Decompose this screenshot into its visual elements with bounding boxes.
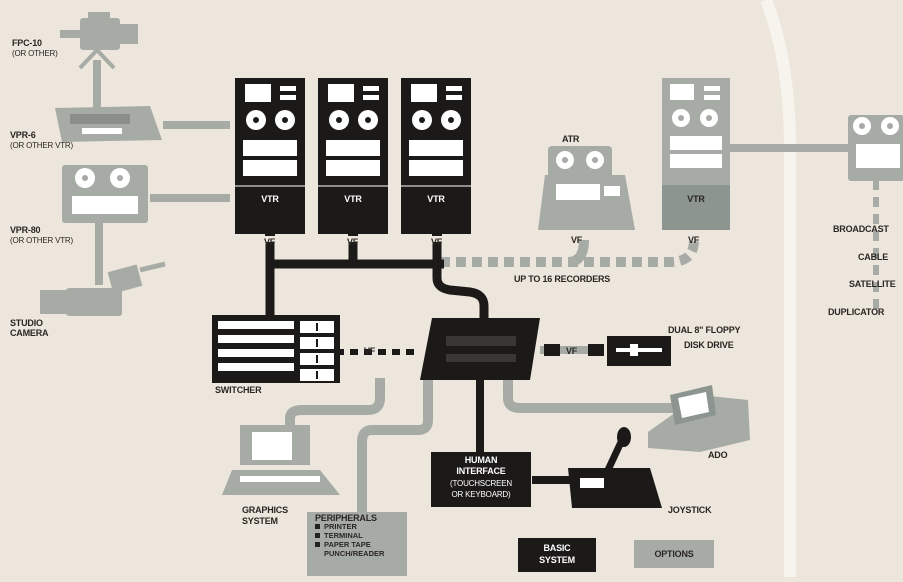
- vf-plugs: [544, 344, 604, 356]
- peripherals-title: PERIPHERALS: [315, 513, 377, 523]
- legend-options-swatch: [634, 540, 714, 568]
- floppy-label-2: DISK DRIVE: [684, 340, 734, 350]
- vpr80-sublabel: (OR OTHER VTR): [10, 236, 73, 245]
- bullet-icon: [315, 533, 320, 538]
- vf-label-switcher: VF: [364, 346, 376, 356]
- vtr-label-1: VTR: [261, 194, 279, 204]
- legend-basic-swatch: [518, 538, 596, 572]
- human-interface-label-4: OR KEYBOARD): [451, 490, 511, 499]
- switcher-label: SWITCHER: [215, 385, 262, 395]
- peripherals-box: [307, 512, 407, 576]
- vf-label-2: VF: [347, 237, 359, 247]
- legend-basic-label-2: SYSTEM: [539, 555, 575, 565]
- broadcast-deck: [848, 115, 903, 181]
- vtr-unit-3: [401, 78, 471, 234]
- vf-label-3: VF: [431, 237, 443, 247]
- vtr-label-3: VTR: [427, 194, 445, 204]
- legend-basic-label-1: BASIC: [543, 543, 571, 553]
- joystick-unit: [568, 427, 662, 508]
- vf-label-atr: VF: [571, 235, 583, 245]
- vf-connectors: [265, 228, 442, 236]
- vtr-label-4: VTR: [687, 194, 705, 204]
- human-interface-label-2: INTERFACE: [456, 466, 506, 476]
- option-connections: [93, 60, 879, 515]
- vtr-unit-2: [318, 78, 388, 234]
- studio-camera: [40, 261, 166, 316]
- vf-label-1: VF: [264, 237, 276, 247]
- human-interface-box: [431, 452, 531, 507]
- ado-unit: [648, 385, 750, 452]
- basic-connections: [265, 242, 574, 484]
- graphics-system: [222, 425, 340, 495]
- peripherals-item: PRINTER: [315, 522, 384, 531]
- vpr6-sublabel: (OR OTHER VTR): [10, 141, 73, 150]
- broadcast-label: BROADCAST: [833, 224, 889, 234]
- bullet-icon: [315, 524, 320, 529]
- joystick-label: JOYSTICK: [668, 505, 712, 515]
- legend-options-label: OPTIONS: [654, 549, 694, 559]
- satellite-label: SATELLITE: [849, 279, 896, 289]
- vf-label-4: VF: [688, 235, 700, 245]
- vpr80-label: VPR-80: [10, 225, 41, 235]
- bullet-icon: [315, 542, 320, 547]
- floppy-label-1: DUAL 8" FLOPPY: [668, 325, 741, 335]
- vpr6-deck: [55, 106, 162, 142]
- recorders-label: UP TO 16 RECORDERS: [514, 274, 611, 284]
- studio-camera-label-1: STUDIO: [10, 318, 43, 328]
- studio-camera-label-2: CAMERA: [10, 328, 49, 338]
- peripherals-item: PAPER TAPE: [315, 540, 384, 549]
- human-interface-label-1: HUMAN: [464, 455, 498, 465]
- graphics-label-1: GRAPHICS: [242, 505, 288, 515]
- duplicator-label: DUPLICATOR: [828, 307, 885, 317]
- fpc10-sublabel: (OR OTHER): [12, 49, 58, 58]
- edit-controller: [420, 318, 540, 380]
- peripherals-item: TERMINAL: [315, 531, 384, 540]
- vf-label-floppy: VF: [566, 346, 578, 356]
- vpr6-label: VPR-6: [10, 130, 36, 140]
- cable-label: CABLE: [858, 252, 888, 262]
- peripherals-list: PRINTER TERMINAL PAPER TAPE PUNCH/READER: [315, 522, 384, 558]
- vpr80-deck: [62, 165, 148, 223]
- peripherals-item: PUNCH/READER: [324, 549, 385, 558]
- atr-recorder: [538, 146, 635, 230]
- fpc10-label: FPC-10: [12, 38, 42, 48]
- vtr-unit-4: [662, 78, 730, 230]
- vtr-label-2: VTR: [344, 194, 362, 204]
- human-interface-label-3: (TOUCHSCREEN: [450, 479, 512, 488]
- atr-label: ATR: [562, 134, 580, 144]
- fpc10-camera: [60, 12, 138, 70]
- graphics-label-2: SYSTEM: [242, 516, 278, 526]
- floppy-drive: [607, 336, 671, 366]
- ado-label: ADO: [708, 450, 728, 460]
- divider-line: [760, 0, 796, 577]
- switcher-unit: [212, 315, 340, 383]
- vtr-unit-1: [235, 78, 305, 234]
